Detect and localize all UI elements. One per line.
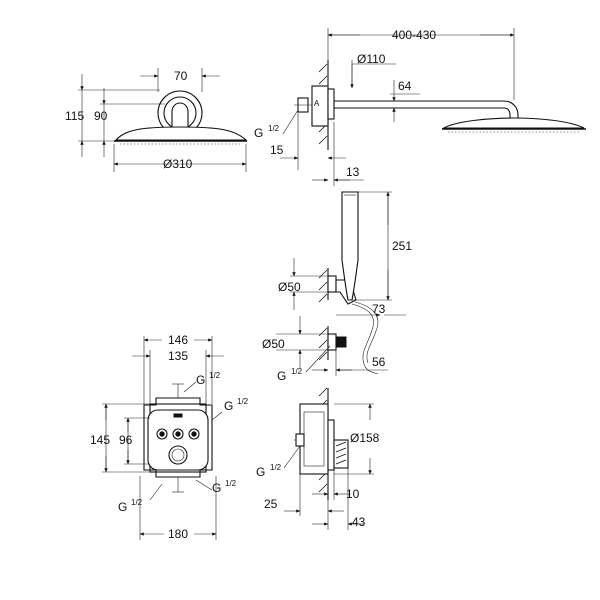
dim-135-label: 135 xyxy=(168,349,188,363)
dim-50-upper-label: Ø50 xyxy=(278,280,301,294)
dim-10-label: 10 xyxy=(346,487,360,501)
mixer-bl-thread-half: 1/2 xyxy=(131,498,143,507)
dim-50-lower-label: Ø50 xyxy=(262,337,285,351)
head-shower-front-view: 70 115 90 Ø310 xyxy=(65,68,248,172)
mixer-side-view: Ø158 G 1/2 10 25 43 xyxy=(256,387,380,530)
dim-56-label: 56 xyxy=(372,355,386,369)
side-thread-half-label: 1/2 xyxy=(270,463,282,472)
mixer-right-thread-g: G xyxy=(224,399,233,413)
mixer-br-thread-half: 1/2 xyxy=(225,479,237,488)
mixer-top-thread-half: 1/2 xyxy=(209,371,221,380)
hs-thread-g-label: G xyxy=(277,369,286,383)
thread-half-label: 1/2 xyxy=(268,124,280,133)
side-thread-g-label: G xyxy=(256,465,265,479)
dim-25-label: 25 xyxy=(264,497,278,511)
dim-70-label: 70 xyxy=(174,69,188,83)
dim-90-label: 90 xyxy=(94,109,108,123)
svg-text:A: A xyxy=(314,99,320,108)
dim-180-label: 180 xyxy=(168,527,188,541)
mixer-top-thread-g: G xyxy=(196,373,205,387)
dim-158-label: Ø158 xyxy=(350,431,380,445)
mixer-right-thread-half: 1/2 xyxy=(237,397,249,406)
head-shower-side-view: A 400-430 Ø110 64 G 1/2 xyxy=(254,28,586,186)
dim-96-label: 96 xyxy=(119,433,133,447)
dim-310-label: Ø310 xyxy=(163,157,193,171)
dim-43-label: 43 xyxy=(352,515,366,529)
dim-15-label: 15 xyxy=(270,143,284,157)
dim-146-label: 146 xyxy=(168,333,188,347)
mixer-bl-thread-g: G xyxy=(118,500,127,514)
dim-64-label: 64 xyxy=(398,79,412,93)
dim-115-label: 115 xyxy=(65,109,84,123)
dim-73-label: 73 xyxy=(372,302,386,316)
mixer-front-view: 146 135 G 1/2 G 1/2 145 96 G 1/2 G 1 xyxy=(90,333,249,541)
dim-400-430-label: 400-430 xyxy=(392,28,436,42)
dim-251-label: 251 xyxy=(392,239,412,253)
mixer-br-thread-g: G xyxy=(212,481,221,495)
hs-thread-half-label: 1/2 xyxy=(291,367,303,376)
hand-shower-view: 251 Ø50 73 Ø50 56 xyxy=(262,191,412,383)
dim-145-label: 145 xyxy=(90,433,110,447)
dim-110-label: Ø110 xyxy=(357,52,386,66)
dim-13-label: 13 xyxy=(346,165,360,179)
thread-g-label: G xyxy=(254,126,263,140)
